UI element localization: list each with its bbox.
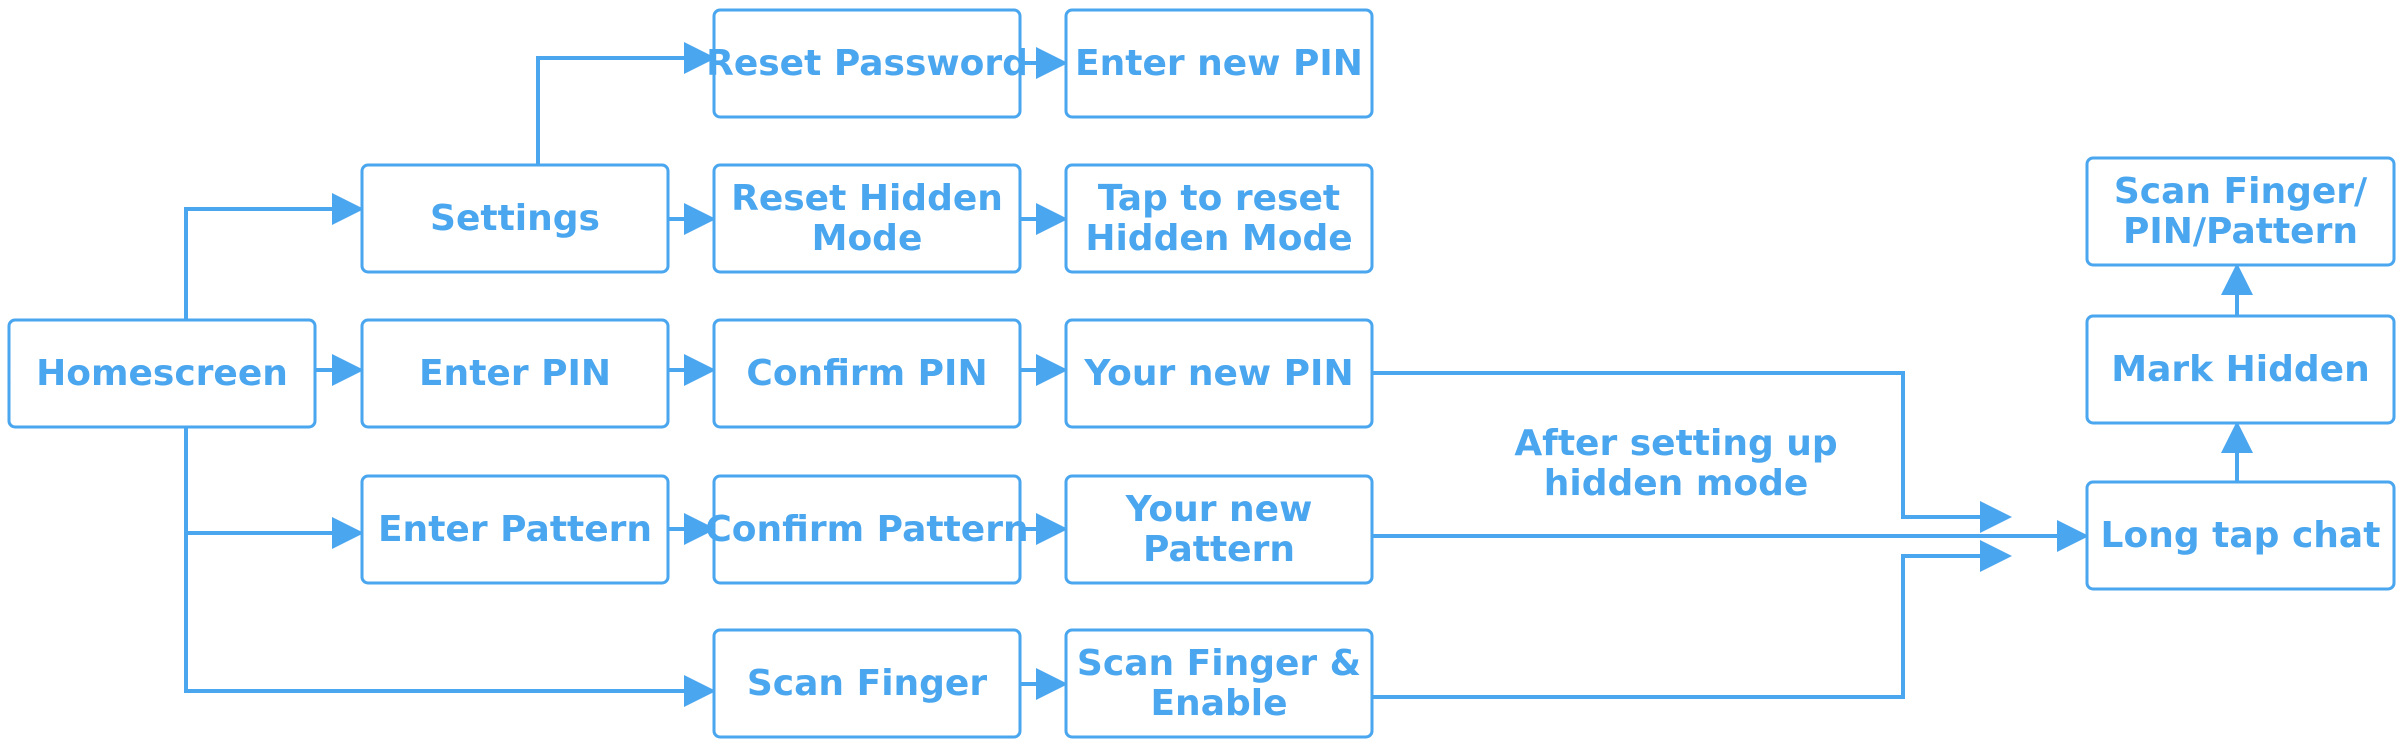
node-box	[1064, 628, 1374, 739]
node-box	[712, 163, 1022, 274]
arrow-homescreen-to-scan-finger	[184, 533, 716, 707]
node-box	[2085, 480, 2396, 591]
node-reset-password: Reset Password	[706, 8, 1028, 119]
node-box	[1064, 163, 1374, 274]
node-label: Scan Finger/	[2114, 171, 2368, 212]
node-confirm-pin: Confirm PIN	[712, 318, 1022, 429]
node-long-tap-chat: Long tap chat	[2085, 480, 2396, 591]
node-box	[712, 628, 1022, 739]
edges-layer	[184, 42, 2253, 707]
node-label: Enter PIN	[419, 353, 611, 394]
node-label: Settings	[430, 198, 600, 239]
node-box	[1064, 474, 1374, 585]
node-box	[712, 474, 1022, 585]
node-box	[2085, 314, 2396, 425]
arrow-homescreen-to-settings	[184, 193, 364, 320]
node-label: Enter new PIN	[1075, 43, 1363, 84]
annotation-line: After setting up	[1514, 423, 1837, 464]
node-label: Mark Hidden	[2111, 349, 2369, 390]
node-box	[360, 318, 670, 429]
arrow-scan-finger-enable-to-long-tap-chat	[1372, 540, 2012, 699]
node-enter-pin: Enter PIN	[360, 318, 670, 429]
arrow-your-new-pin-to-long-tap-chat	[1372, 371, 2012, 533]
node-scan-finger-pin-pattern: Scan Finger/PIN/Pattern	[2085, 156, 2396, 267]
node-your-new-pin: Your new PIN	[1064, 318, 1374, 429]
node-mark-hidden: Mark Hidden	[2085, 314, 2396, 425]
node-label: Long tap chat	[2101, 515, 2381, 556]
node-homescreen: Homescreen	[7, 318, 317, 429]
node-label: Your new	[1125, 489, 1313, 530]
node-label: Confirm PIN	[746, 353, 987, 394]
node-box	[2085, 156, 2396, 267]
node-label: Enter Pattern	[378, 509, 652, 550]
node-label: Reset Password	[706, 43, 1028, 84]
node-label: Homescreen	[36, 353, 288, 394]
node-box	[360, 163, 670, 274]
node-enter-new-pin: Enter new PIN	[1064, 8, 1374, 119]
node-settings: Settings	[360, 163, 670, 274]
node-label: Mode	[812, 218, 923, 259]
node-label: Reset Hidden	[731, 178, 1003, 219]
node-label: Hidden Mode	[1085, 218, 1352, 259]
node-scan-finger-enable: Scan Finger &Enable	[1064, 628, 1374, 739]
node-box	[360, 474, 670, 585]
node-label: PIN/Pattern	[2123, 211, 2358, 252]
node-box	[7, 318, 317, 429]
node-box	[712, 318, 1022, 429]
node-scan-finger: Scan Finger	[712, 628, 1022, 739]
node-label: Your new PIN	[1083, 353, 1353, 394]
node-enter-pattern: Enter Pattern	[360, 474, 670, 585]
node-label: Scan Finger	[747, 663, 987, 704]
node-confirm-pattern: Confirm Pattern	[705, 474, 1029, 585]
annotation-line: hidden mode	[1544, 463, 1809, 504]
node-label: Tap to reset	[1098, 178, 1340, 219]
arrow-homescreen-to-enter-pattern	[184, 427, 364, 549]
node-box	[712, 8, 1022, 119]
node-box	[1064, 318, 1374, 429]
node-label: Scan Finger &	[1077, 643, 1361, 684]
node-label: Pattern	[1143, 529, 1295, 570]
node-label: Confirm Pattern	[705, 509, 1028, 550]
node-box	[1064, 8, 1374, 119]
node-label: Enable	[1150, 683, 1287, 724]
arrow-settings-to-reset-password	[536, 42, 716, 165]
